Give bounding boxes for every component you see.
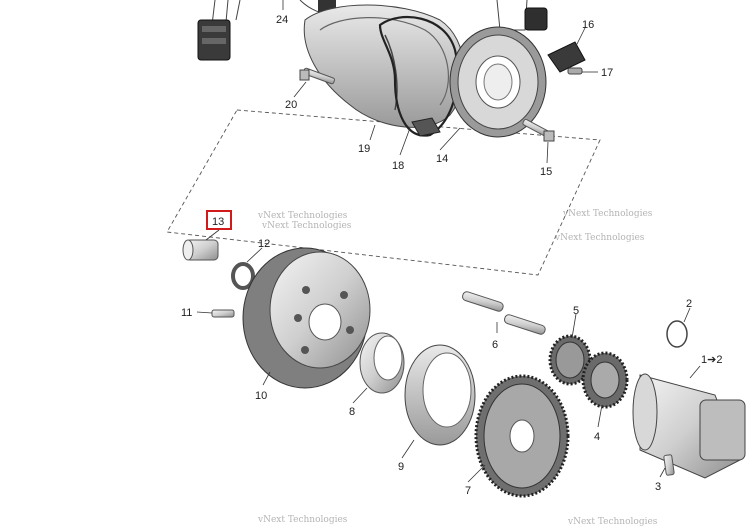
bracket [547,41,586,73]
callout-14[interactable]: 14 [436,153,448,165]
gear [581,351,629,409]
screw [211,309,235,318]
callout-17[interactable]: 17 [601,67,613,79]
highlight-box [206,210,232,230]
watermark-text: vNext Technologies [257,211,348,221]
callout-9[interactable]: 9 [398,461,404,473]
callout-1[interactable]: 1➔2 [701,354,722,366]
gasket-tab [411,117,441,137]
callout-6[interactable]: 6 [492,339,498,351]
assembly-outline [166,109,601,276]
callout-15[interactable]: 15 [540,166,552,178]
callout-7[interactable]: 7 [465,485,471,497]
callout-5[interactable]: 5 [573,305,579,317]
callout-20[interactable]: 20 [285,99,297,111]
watermark-text: vNext Technologies [257,515,348,525]
bolt [522,118,555,142]
callout-11[interactable]: 11 [181,307,192,319]
callout-2[interactable]: 2 [686,298,692,310]
starter-motor [632,373,746,479]
callout-8[interactable]: 8 [349,406,355,418]
callout-19[interactable]: 19 [358,143,370,155]
stator [449,26,547,138]
bolt [299,67,335,85]
flywheel-rotor [242,247,371,389]
washer [231,262,255,290]
stator-cover [303,4,465,128]
callout-4[interactable]: 4 [594,431,600,443]
callout-24[interactable]: 24 [276,14,288,26]
starter-ring-gear [474,374,570,498]
bolt [182,239,219,261]
screw [567,67,583,75]
ring-gear [404,344,476,446]
shaft [462,291,546,335]
watermark-text: vNext Technologies [554,233,645,243]
callout-12[interactable]: 12 [258,238,270,250]
callout-10[interactable]: 10 [255,390,267,402]
watermark-text: vNext Technologies [562,209,653,219]
callout-16[interactable]: 16 [582,19,594,31]
callout-13[interactable]: 13 [212,216,224,228]
watermark-text: vNext Technologies [567,517,658,527]
callout-3[interactable]: 3 [655,481,661,493]
leader-lines [196,0,701,483]
o-ring [666,320,688,348]
connector-harness [197,0,548,61]
watermark-text: vNext Technologies [261,221,352,231]
gear [548,334,592,386]
callout-18[interactable]: 18 [392,160,404,172]
sleeve [359,332,405,394]
screw [663,454,675,476]
